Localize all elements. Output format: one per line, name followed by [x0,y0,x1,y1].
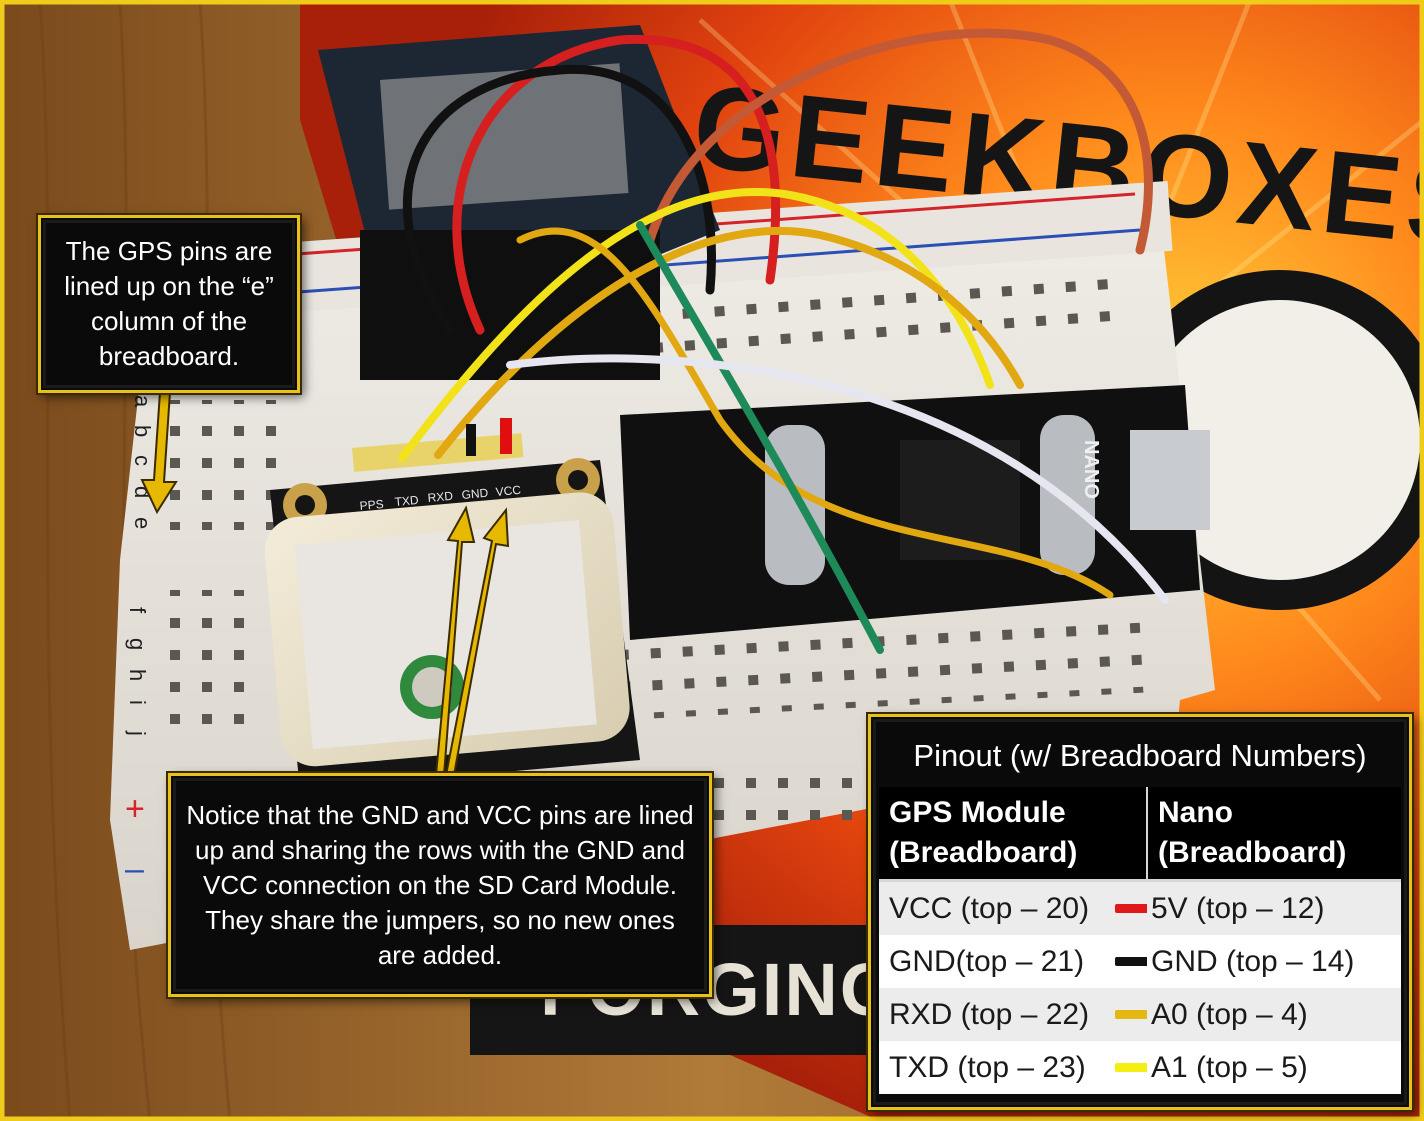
row-letter-a: a [130,395,155,408]
gps-pin-labels: PPS TXD RXD GND VCC [359,483,522,513]
row-letter-b: b [130,425,155,437]
table-row: TXD (top – 23) A1 (top – 5) [879,1041,1401,1094]
gps-pin-cell: VCC (top – 20) [879,880,1155,935]
wire-red [452,34,781,335]
gps-pin-text: TXD (top – 23) [889,1051,1086,1084]
gnd-vcc-callout-text: Notice that the GND and VCC pins are lin… [186,799,694,970]
arrow-to-gnd-pin [434,505,476,776]
nano-label: NANO [1080,440,1102,499]
plus-rail-label: + [125,790,145,828]
jumper-wires [398,28,1169,654]
minus-rail-label: – [125,850,144,888]
arduino-nano: NANO [620,385,1210,640]
pinout-header-row: GPS Module (Breadboard) Nano (Breadboard) [879,787,1401,882]
header-gps-line1: GPS Module [889,796,1066,829]
gps-gnd-pin-marker [466,424,476,456]
wire-white [506,354,1169,604]
table-row: VCC (top – 20) 5V (top – 12) [879,880,1401,935]
gps-pin-cell: RXD (top – 22) [879,988,1155,1041]
wire-green [636,221,884,654]
arrow-to-e-column [140,391,178,515]
wire-black [402,64,716,335]
callout-arrows [140,391,510,776]
row-letter-j: j [125,730,150,736]
gps-pins-callout: The GPS pins are lined up on the “e” col… [38,215,300,393]
header-gps-module: GPS Module (Breadboard) [879,787,1148,882]
pinout-panel: Pinout (w/ Breadboard Numbers) GPS Modul… [868,714,1412,1110]
gps-pin-text: VCC (top – 20) [889,892,1090,925]
wire-brown [645,28,1153,255]
nano-pin-cell: GND (top – 14) [1147,935,1401,988]
wire-color-swatch [1115,957,1155,966]
wire-color-swatch [1115,1010,1155,1019]
wire-orange-long [516,227,1114,599]
gps-label-gnd: GND [461,486,489,502]
gps-pin-text: RXD (top – 22) [889,998,1090,1031]
gps-label-pps: PPS [359,497,384,513]
arrow-to-vcc-pin [444,507,510,776]
row-letter-g: g [125,638,150,650]
gps-pin-text: GND(top – 21) [889,945,1085,978]
row-letter-h: h [125,669,150,681]
wire-color-swatch [1115,1063,1155,1072]
breadboard-row-letters: a b c d e f g h i j [125,395,155,736]
header-nano-line1: Nano [1158,796,1233,829]
pinout-title: Pinout (w/ Breadboard Numbers) [913,738,1367,773]
nano-pin-cell: 5V (top – 12) [1147,880,1401,935]
gps-pin-cell: TXD (top – 23) [879,1041,1155,1094]
row-letter-i: i [125,700,150,705]
gps-label-rxd: RXD [427,489,454,505]
nano-pin-cell: A1 (top – 5) [1147,1041,1401,1094]
nano-pin-cell: A0 (top – 4) [1147,988,1401,1041]
pinout-table: GPS Module(Breadboard) Nano(Breadboard) … [879,787,1401,1094]
row-letter-c: c [130,455,155,466]
gnd-vcc-callout: Notice that the GND and VCC pins are lin… [168,773,712,997]
gps-pin-cell: GND(top – 21) [879,935,1155,988]
header-gps-line2: (Breadboard) [889,836,1078,869]
gps-label-vcc: VCC [495,483,522,499]
table-row: RXD (top – 22) A0 (top – 4) [879,988,1401,1041]
header-nano: Nano (Breadboard) [1147,787,1401,882]
wire-orange [434,226,1024,459]
gps-label-txd: TXD [394,493,419,509]
gps-vcc-pin-marker [500,418,512,454]
wire-color-swatch [1115,904,1155,913]
header-nano-line2: (Breadboard) [1158,836,1347,869]
row-letter-e: e [130,517,155,529]
gps-pins-callout-text: The GPS pins are lined up on the “e” col… [64,236,274,371]
table-row: GND(top – 21) GND (top – 14) [879,935,1401,988]
row-letter-f: f [125,607,150,614]
